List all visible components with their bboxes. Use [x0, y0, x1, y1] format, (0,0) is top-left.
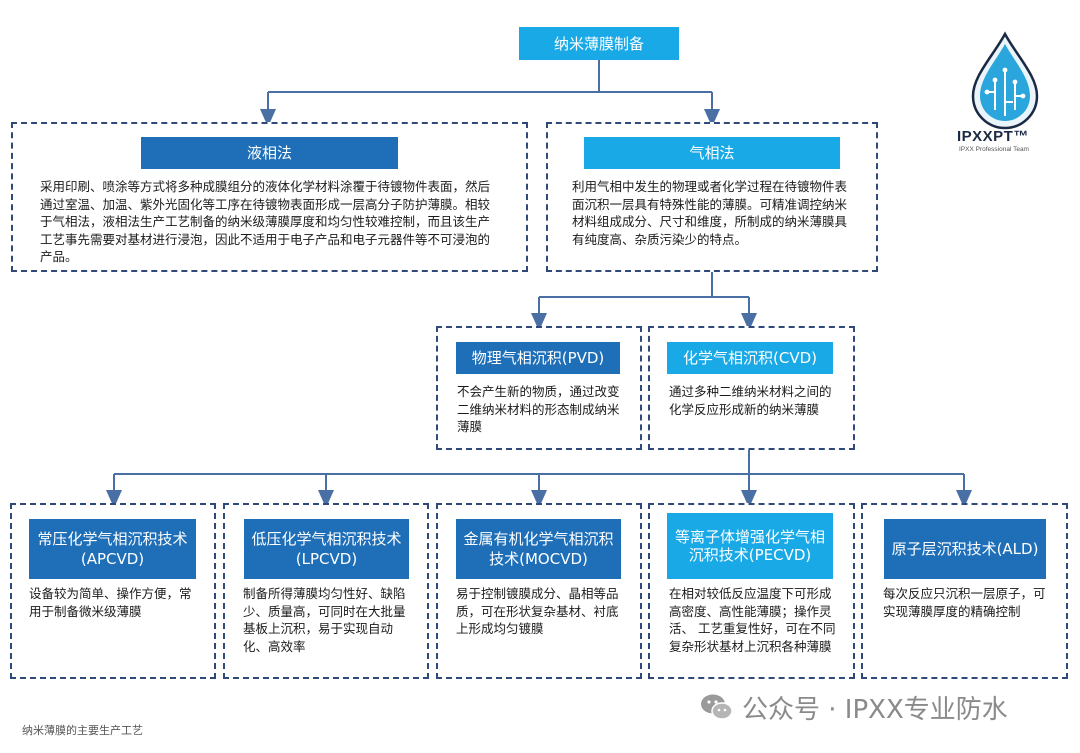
cvd-title: 化学气相沉积(CVD)	[667, 342, 833, 374]
liquid-method-title: 液相法	[141, 137, 398, 169]
root-title: 纳米薄膜制备	[519, 27, 679, 60]
wechat-icon	[701, 694, 733, 720]
ald-desc: 每次反应只沉积一层原子，可实现薄膜厚度的精确控制	[883, 586, 1046, 619]
logo-name: IPXXPT™	[957, 128, 1029, 145]
wechat-watermark: 公众号 · IPXX专业防水	[700, 690, 1008, 725]
mocvd-desc: 易于控制镀膜成分、晶相等品质，可在形状复杂基材、衬底上形成均匀镀膜	[456, 586, 619, 636]
water-drop-logo-icon	[971, 31, 1039, 130]
pvd-desc: 不会产生新的物质，通过改变二维纳米材料的形态制成纳米薄膜	[457, 384, 620, 434]
pecvd-desc: 在相对较低反应温度下可形成高密度、高性能薄膜；操作灵活、 工艺重复性好，可在不同…	[669, 586, 836, 654]
cvd-desc: 通过多种二维纳米材料之间的化学反应形成新的纳米薄膜	[669, 384, 832, 417]
lpcvd-title: 低压化学气相沉积技术(LPCVD)	[244, 519, 409, 579]
apcvd-desc: 设备较为简单、操作方便，常用于制备微米级薄膜	[29, 586, 192, 619]
mocvd-title: 金属有机化学气相沉积技术(MOCVD)	[456, 519, 621, 579]
watermark-text: 公众号 · IPXX专业防水	[742, 694, 1008, 725]
pecvd-title: 等离子体增强化学气相沉积技术(PECVD)	[667, 513, 833, 579]
lpcvd-desc: 制备所得薄膜均匀性好、缺陷少、质量高，可同时在大批量基板上沉积，易于实现自动化、…	[243, 586, 406, 654]
logo-subtitle: IPXX Professional Team	[959, 146, 1029, 153]
vapor-method-title: 气相法	[584, 137, 840, 169]
liquid-method-desc: 采用印刷、喷涂等方式将多种成膜组分的液体化学材料涂覆于待镀物件表面，然后通过室温…	[40, 179, 491, 264]
pvd-title: 物理气相沉积(PVD)	[456, 342, 620, 374]
vapor-method-desc: 利用气相中发生的物理或者化学过程在待镀物件表面沉积一层具有特殊性能的薄膜。可精准…	[572, 179, 848, 247]
apcvd-title: 常压化学气相沉积技术(APCVD)	[29, 519, 196, 579]
ald-title: 原子层沉积技术(ALD)	[884, 519, 1046, 579]
ipxxpt-logo: IPXXPT™ IPXX Professional Team	[955, 30, 1055, 155]
figure-caption: 纳米薄膜的主要生产工艺	[22, 724, 143, 737]
